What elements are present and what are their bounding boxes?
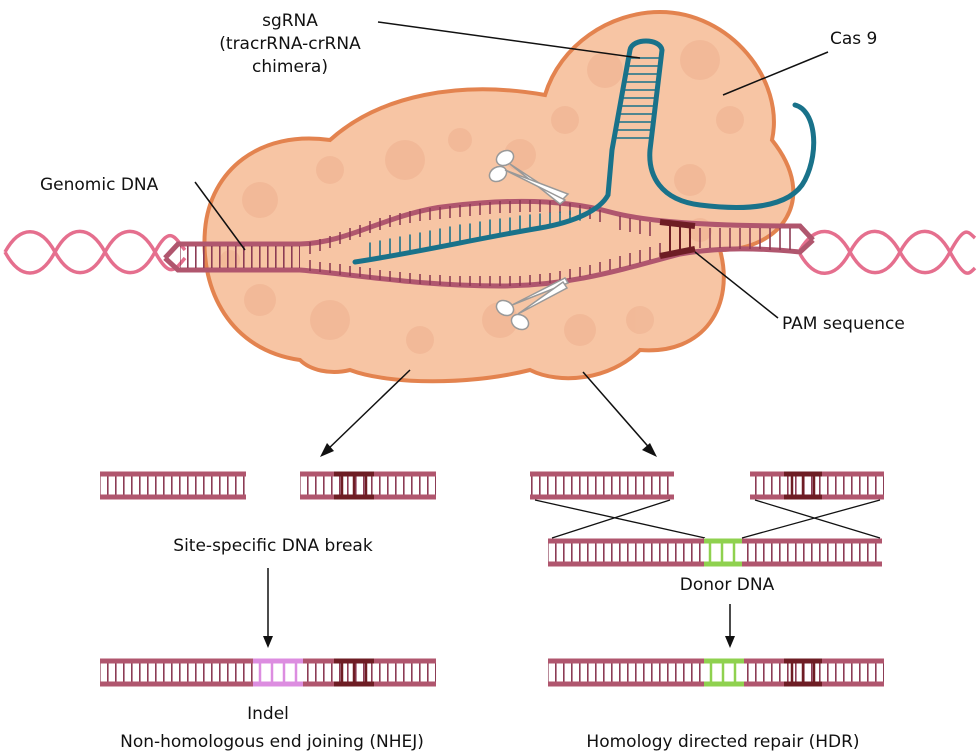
nhej-label: Non-homologous end joining (NHEJ)	[120, 732, 424, 752]
sgrna	[352, 38, 817, 265]
genomic-dna-label: Genomic DNA	[40, 175, 159, 195]
hdr-dna	[548, 658, 884, 687]
break-label: Site-specific DNA break	[173, 536, 373, 556]
break-dna-left	[100, 471, 246, 500]
pam-label: PAM sequence	[782, 314, 905, 334]
donor-dna	[548, 538, 882, 567]
donor-label: Donor DNA	[680, 575, 775, 595]
hdr-break-right	[750, 471, 884, 500]
scissors-icon	[488, 149, 570, 205]
cas9-label: Cas 9	[830, 29, 877, 49]
cas9-protein	[202, 9, 796, 384]
sgrna-label-sub: (tracrRNA-crRNA	[219, 34, 361, 54]
right-helix	[798, 229, 977, 275]
break-dna-right	[300, 471, 436, 500]
nhej-dna	[100, 658, 436, 687]
indel-label: Indel	[247, 704, 289, 724]
sgrna-label-sub2: chimera)	[252, 57, 328, 77]
hdr-break-left	[530, 471, 674, 500]
crossover-lines	[534, 499, 881, 539]
arrows	[263, 369, 735, 648]
pam-segment	[659, 219, 696, 259]
left-helix	[3, 229, 187, 275]
protein-texture	[220, 40, 744, 354]
hdr-label: Homology directed repair (HDR)	[586, 732, 859, 752]
sgrna-label: sgRNA	[262, 11, 318, 31]
leader-lines	[194, 21, 829, 319]
scissors-icon	[495, 277, 570, 331]
